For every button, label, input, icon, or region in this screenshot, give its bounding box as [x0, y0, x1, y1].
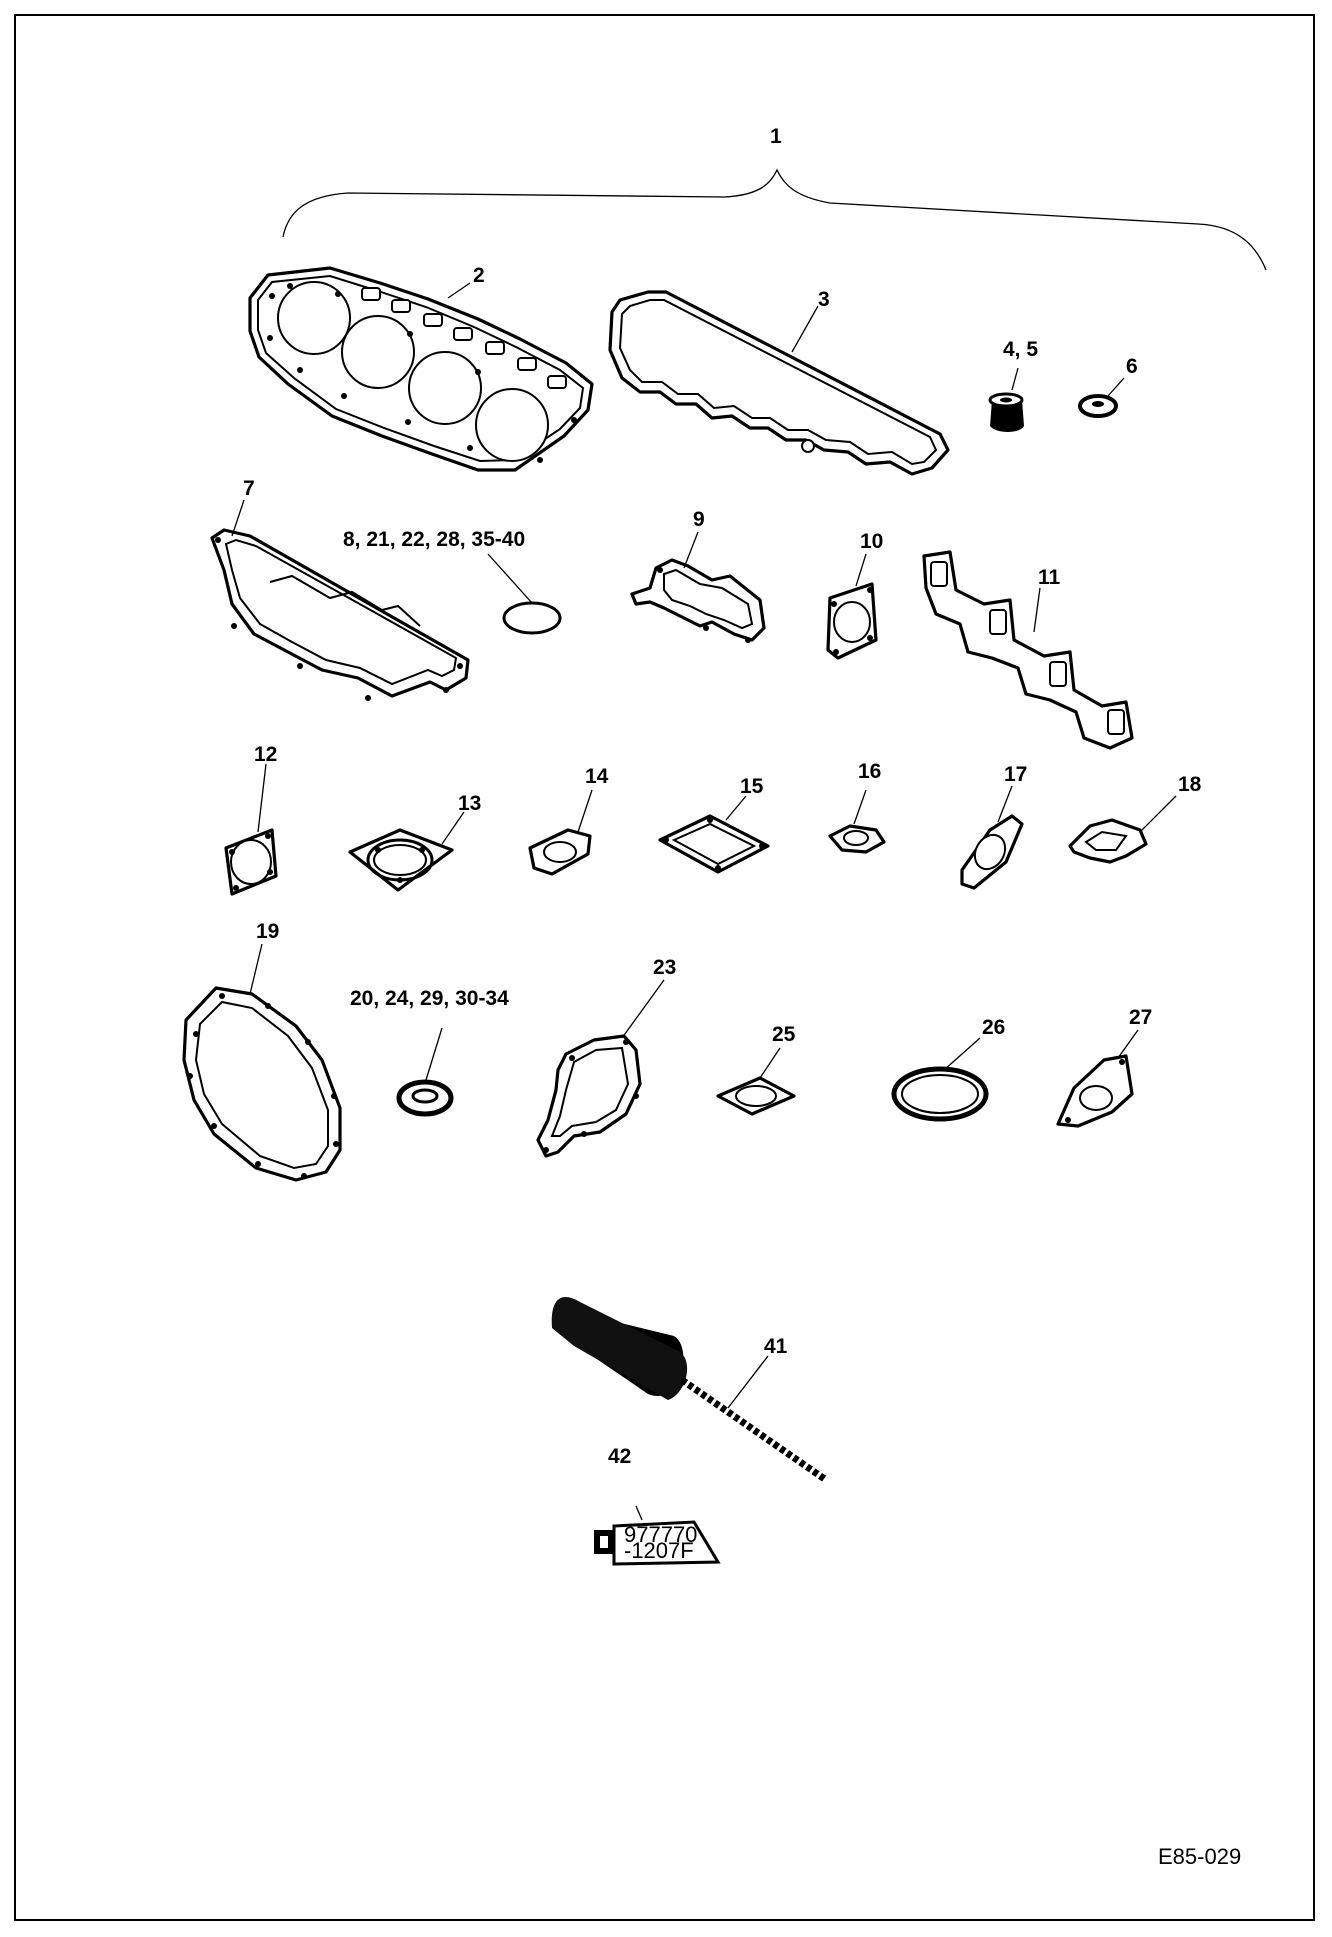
callout-12: 12 — [254, 743, 277, 766]
callout-16: 16 — [858, 760, 881, 783]
drawing-code: E85-029 — [1158, 1844, 1241, 1869]
callout-17: 17 — [1004, 763, 1027, 786]
callout-25: 25 — [772, 1023, 796, 1046]
cover-gasket-27 — [1056, 1029, 1139, 1128]
drawing-frame — [14, 14, 1315, 1921]
callout-1: 1 — [770, 125, 782, 148]
seal-washer — [1078, 377, 1125, 418]
rect-gasket-15 — [658, 795, 770, 874]
callout-2: 2 — [473, 264, 485, 287]
oval-gasket-17 — [960, 785, 1024, 890]
callout-20: 20, 24, 29, 30-34 — [350, 987, 509, 1010]
callout-27: 27 — [1129, 1006, 1152, 1029]
tube-label-line1: 977770 — [624, 1522, 697, 1547]
rect-gasket-25 — [716, 1047, 796, 1116]
valve-cover-gasket — [608, 290, 950, 476]
cylinder-hone-brush — [551, 1297, 828, 1483]
callout-18: 18 — [1178, 773, 1202, 796]
seal-ring — [891, 1037, 989, 1122]
callout-10: 10 — [860, 530, 883, 553]
sealant-tube: 977770 -1207F — [594, 1505, 721, 1566]
o-ring — [487, 553, 562, 635]
head-gasket — [248, 266, 594, 472]
callout-15: 15 — [740, 775, 764, 798]
callout-41: 41 — [764, 1335, 788, 1358]
intake-gasket — [630, 531, 766, 643]
callout-6: 6 — [1126, 355, 1138, 378]
oval-gasket-14 — [528, 789, 593, 876]
kit-brace — [282, 168, 1267, 271]
callout-42: 42 — [608, 1445, 631, 1468]
callout-3: 3 — [818, 288, 830, 311]
oval-gasket-16 — [828, 789, 886, 854]
callout-23: 23 — [653, 956, 676, 979]
bracket-gasket-18 — [1068, 795, 1177, 864]
callout-7: 7 — [243, 477, 255, 500]
callout-4-5: 4, 5 — [1003, 338, 1038, 361]
water-pump-gasket — [536, 979, 665, 1158]
valve-stem-seal — [988, 367, 1024, 432]
oil-seal — [396, 1027, 454, 1117]
callout-19: 19 — [256, 920, 279, 943]
flange-gasket-10 — [826, 553, 878, 660]
tube-label-line2: -1207F — [624, 1538, 694, 1563]
flange-gasket-12 — [224, 763, 278, 896]
callout-26: 26 — [982, 1016, 1005, 1039]
manifold-gasket — [210, 499, 470, 701]
callout-14: 14 — [585, 765, 609, 788]
exhaust-manifold-gasket — [922, 550, 1134, 750]
callout-8: 8, 21, 22, 28, 35-40 — [343, 528, 525, 551]
callout-13: 13 — [458, 792, 481, 815]
housing-gasket-19 — [182, 943, 342, 1182]
callout-11: 11 — [1038, 566, 1061, 589]
callout-9: 9 — [693, 508, 705, 531]
diamond-gasket — [348, 811, 465, 892]
